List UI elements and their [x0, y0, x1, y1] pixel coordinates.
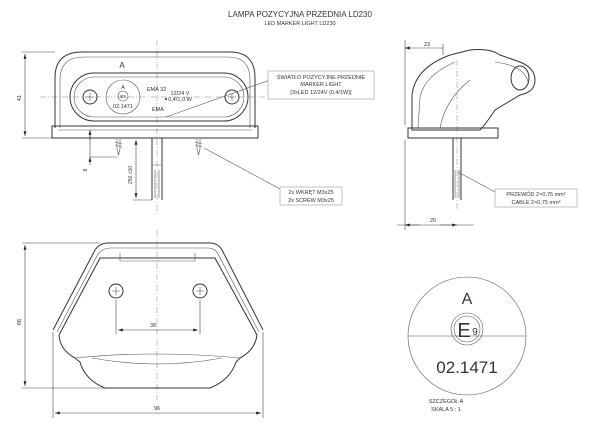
dim-cable-offset-20: 20	[430, 218, 436, 224]
svg-text:2x SCREW M3x25: 2x SCREW M3x25	[288, 198, 334, 204]
screw-head-bottom-right	[192, 283, 208, 299]
dim-height-66: 66	[17, 319, 23, 325]
bottom-view: 38 66 96	[17, 230, 264, 418]
approval-number: 9	[472, 327, 478, 338]
detail-marker: A	[119, 61, 125, 70]
side-housing	[411, 49, 536, 131]
approval-letter: E	[457, 320, 470, 342]
dim-height-41: 41	[17, 95, 23, 101]
bottom-body	[58, 257, 258, 389]
dim-screw-offset: 8	[83, 168, 89, 171]
svg-text:EMA 32: EMA 32	[147, 87, 166, 93]
drawing-title: LAMPA POZYCYJNA PRZEDNIA LD230	[228, 10, 372, 19]
svg-text:02.1471: 02.1471	[113, 104, 133, 110]
dim-cable-length: 250 ±10	[128, 166, 134, 184]
dim-width-96: 96	[154, 406, 160, 412]
cable	[151, 138, 163, 200]
svg-text:CABLE 2×0,75 mm²: CABLE 2×0,75 mm²	[511, 200, 560, 206]
mounting-screw-right	[194, 139, 203, 156]
detail-mark: A	[462, 291, 473, 308]
svg-text:ŚWIATŁO POZYCYJNE PRZEDNIE: ŚWIATŁO POZYCYJNE PRZEDNIE	[277, 73, 366, 81]
svg-text:2x WKRĘT M3x25: 2x WKRĘT M3x25	[288, 190, 333, 196]
svg-text:EMA: EMA	[152, 107, 164, 113]
mounting-screw-left	[114, 139, 123, 156]
svg-text:A: A	[121, 85, 125, 91]
callout-cable: PRZEWÓD 2×0,75 mm² CABLE 2×0,75 mm²	[457, 171, 578, 208]
housing-outline	[54, 51, 256, 128]
dim-depth-23: 23	[424, 42, 430, 48]
svg-text:MARKER LIGHT: MARKER LIGHT	[300, 82, 342, 88]
svg-text:12/24 V: 12/24 V	[171, 91, 190, 97]
side-cable	[452, 138, 462, 200]
screw-head-right	[224, 89, 240, 105]
svg-text:[3xLED 12/24V (0,4/1W)]: [3xLED 12/24V (0,4/1W)]	[290, 90, 352, 96]
svg-text:E9: E9	[120, 94, 126, 99]
callout-light: ŚWIATŁO POZYCYJNE PRZEDNIE MARKER LIGHT …	[165, 70, 375, 118]
e-mark-circle-icon	[450, 312, 484, 346]
front-view: A A E9 02.1471 EMA 32 EMA 12/24 V 0,4/1,…	[17, 40, 265, 215]
side-lens	[510, 65, 530, 91]
detail-number: 02.1471	[436, 358, 497, 377]
svg-text:PRZEWÓD 2×0,75 mm²: PRZEWÓD 2×0,75 mm²	[506, 191, 565, 198]
callout-screws: 2x WKRĘT M3x25 2x SCREW M3x25	[203, 147, 343, 206]
svg-text:0,4/1,0 W: 0,4/1,0 W	[168, 97, 192, 103]
lens	[69, 72, 249, 122]
detail-a: A E 9 02.1471 SZCZEGÓŁ A SKALA 5 : 1	[407, 276, 527, 413]
screw-head-left	[82, 89, 98, 105]
e-mark-icon	[117, 90, 129, 102]
side-view: 23 20	[397, 40, 536, 230]
screw-head-bottom-left	[108, 283, 124, 299]
bottom-outer-rim	[52, 242, 264, 331]
drawing-subtitle: LED MARKER LIGHT LD230	[264, 21, 335, 27]
detail-a-circle	[105, 79, 141, 115]
detail-scale: SKALA 5 : 1	[431, 407, 461, 413]
base-plate	[51, 125, 259, 139]
dim-screw-spacing-38: 38	[150, 323, 156, 329]
detail-caption: SZCZEGÓŁ A	[429, 398, 464, 405]
